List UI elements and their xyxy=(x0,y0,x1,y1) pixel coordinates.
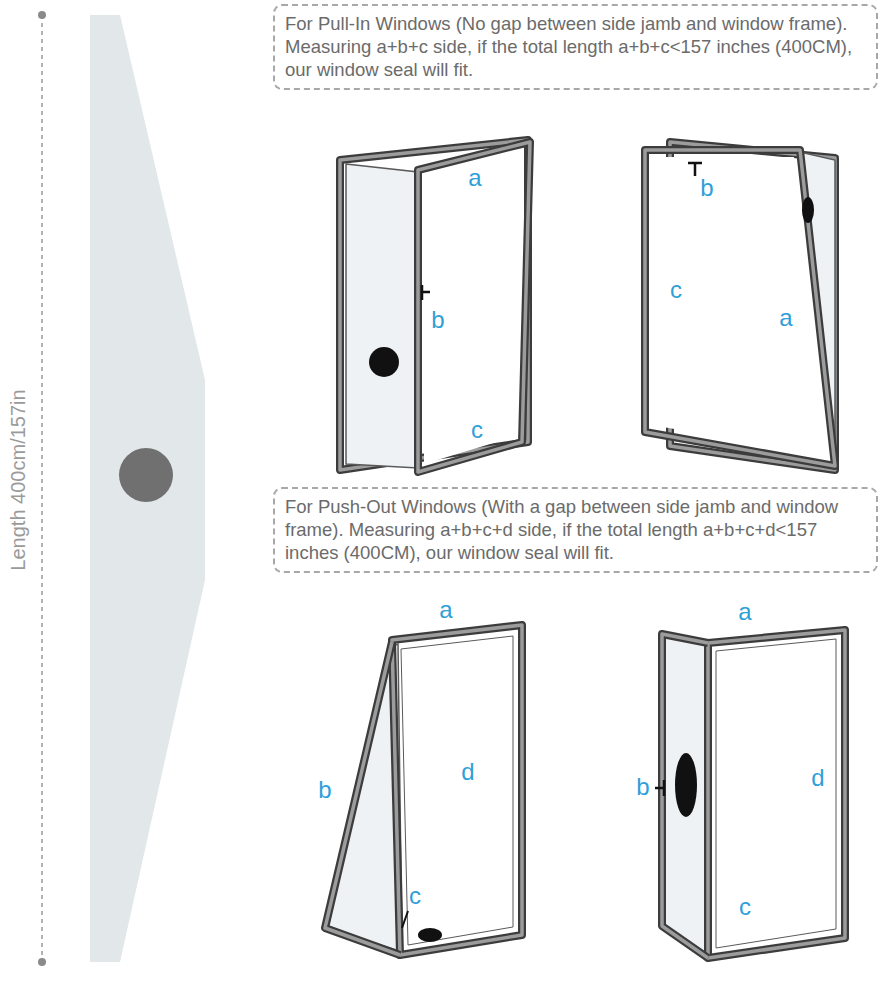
note-box: For Pull-In Windows (No gap between side… xyxy=(273,4,878,90)
window-seal xyxy=(90,15,205,962)
pull-in-tilt-window xyxy=(645,142,835,470)
length-dimension: Length 400cm/157in xyxy=(8,389,28,570)
side-letter: b xyxy=(318,778,331,802)
note-text: For Push-Out Windows (With a gap between… xyxy=(285,495,866,564)
side-letter: c xyxy=(670,278,682,302)
side-letter: c xyxy=(739,895,751,919)
side-letter: d xyxy=(461,760,474,784)
side-letter: b xyxy=(636,775,649,799)
note-text: For Pull-In Windows (No gap between side… xyxy=(285,12,866,81)
side-letter: b xyxy=(700,176,713,200)
pull-in-side-window xyxy=(340,140,530,472)
side-letter: a xyxy=(468,166,481,190)
side-letter: a xyxy=(439,598,452,622)
dimension-end xyxy=(38,11,46,19)
side-letter: c xyxy=(471,418,483,442)
hose-hole xyxy=(119,448,173,502)
side-letter: b xyxy=(431,308,444,332)
side-letter: d xyxy=(811,766,824,790)
dimension-end xyxy=(38,958,46,966)
side-letter: a xyxy=(779,306,792,330)
side-letter: c xyxy=(409,884,421,908)
push-out-side-window xyxy=(655,630,845,958)
side-letter: a xyxy=(738,600,751,624)
note-box: For Push-Out Windows (With a gap between… xyxy=(273,487,878,573)
push-out-top-window xyxy=(325,625,522,955)
dimension-line xyxy=(41,15,43,962)
